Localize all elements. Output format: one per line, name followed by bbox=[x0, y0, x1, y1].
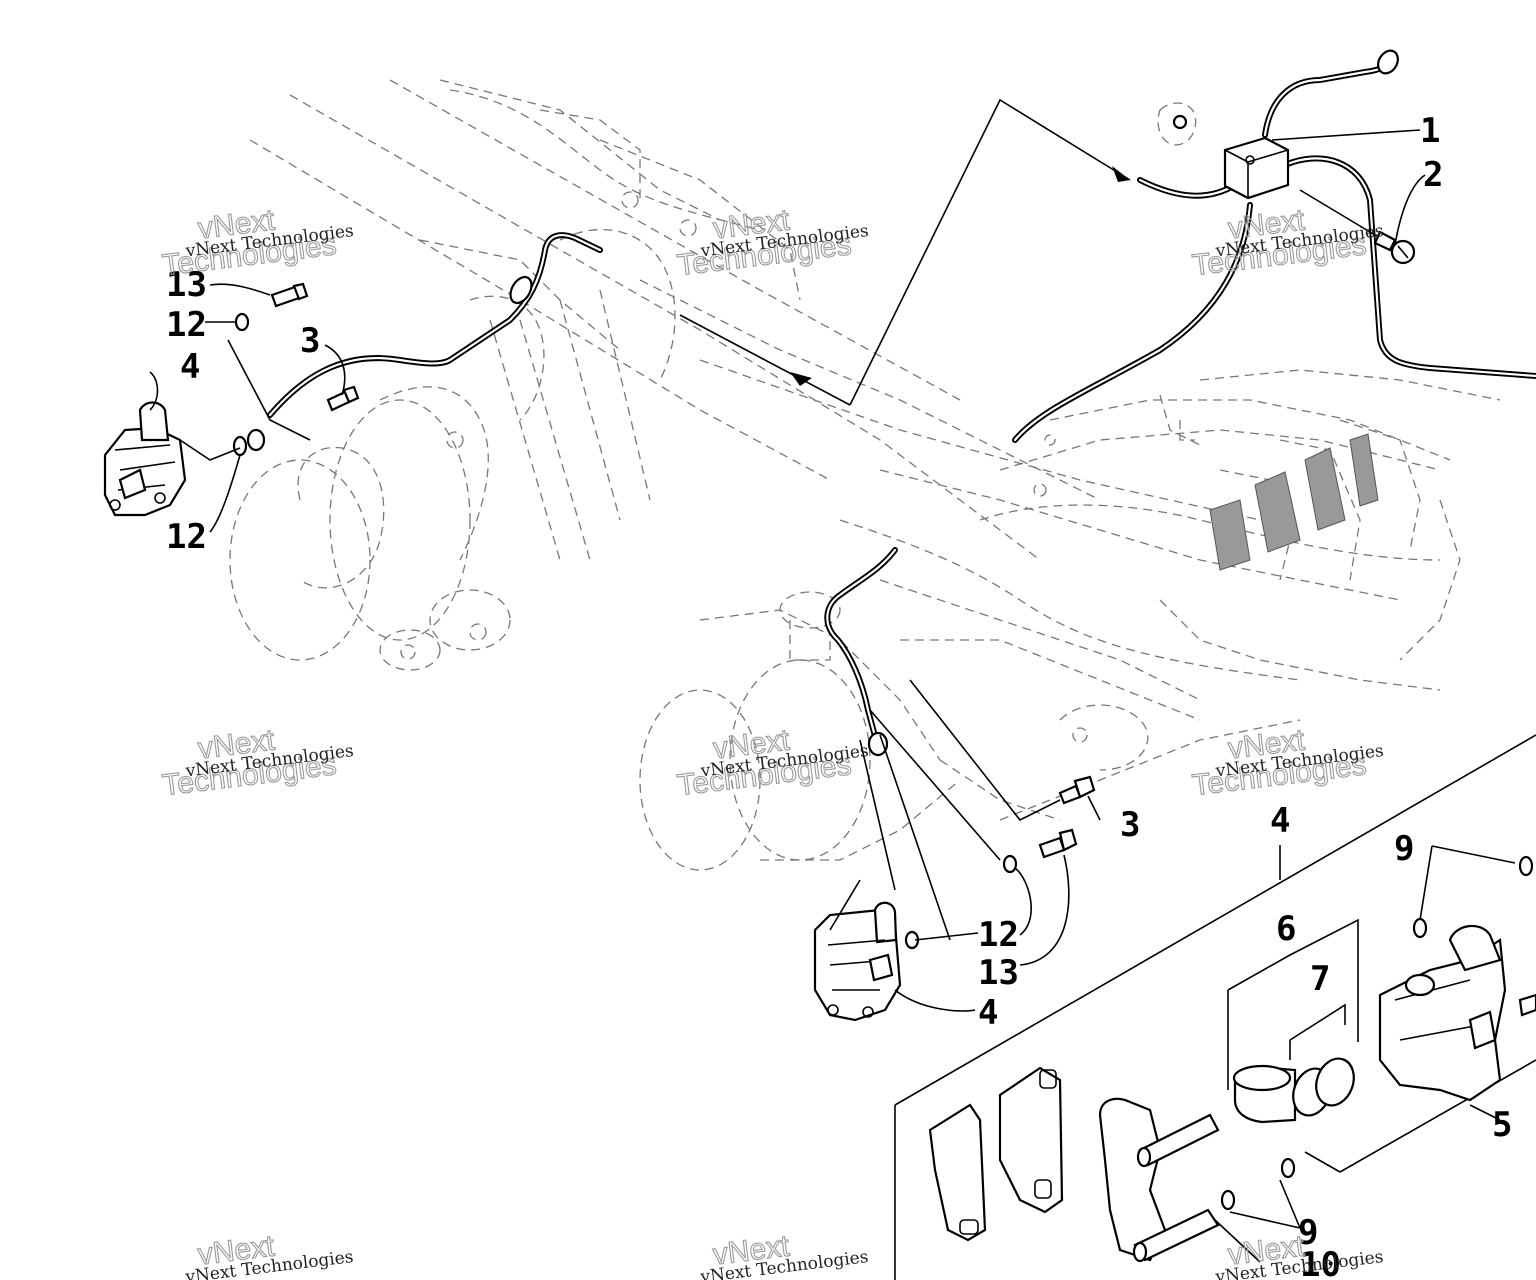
leader-lines bbox=[149, 98, 1426, 1012]
callout-12-upper: 12 bbox=[166, 305, 207, 345]
callout-9-upper: 9 bbox=[1394, 829, 1414, 869]
watermark-top-right: vNext Technologies vNext Technologies bbox=[1190, 203, 1385, 283]
callout-12-middle: 12 bbox=[978, 915, 1019, 955]
exploded-caliper-group bbox=[894, 734, 1536, 1280]
callout-5: 5 bbox=[1492, 1105, 1512, 1145]
watermark-mid-right: vNext Technologies vNext Technologies bbox=[1190, 723, 1385, 803]
chassis-frame-dashed bbox=[229, 79, 1501, 871]
callout-3-lower: 3 bbox=[1120, 805, 1140, 845]
callout-13-upper: 13 bbox=[166, 265, 207, 305]
callout-13-middle: 13 bbox=[978, 953, 1019, 993]
callout-10: 10 bbox=[1300, 1245, 1341, 1280]
callout-9-lower: 9 bbox=[1298, 1213, 1318, 1253]
callout-7: 7 bbox=[1310, 959, 1330, 999]
brake-hose-splitter-block bbox=[1157, 102, 1290, 200]
watermark-bottom-center: vNext vNext Technologies bbox=[698, 1229, 869, 1280]
callout-12-left: 12 bbox=[166, 517, 207, 557]
middle-caliper bbox=[813, 901, 902, 1022]
watermark-top-center: vNext Technologies vNext Technologies bbox=[675, 203, 870, 283]
left-caliper bbox=[103, 401, 187, 517]
radiator-grille bbox=[1209, 433, 1379, 571]
watermark-mid-left: vNext Technologies vNext Technologies bbox=[160, 723, 355, 803]
watermark-mid-center: vNext Technologies vNext Technologies bbox=[675, 723, 870, 803]
watermark-top-left: vNext Technologies vNext Technologies bbox=[160, 203, 355, 283]
screw bbox=[1299, 189, 1416, 265]
callout-4-group: 4 bbox=[1270, 801, 1290, 841]
brake-hoses bbox=[267, 49, 1536, 757]
watermarks: vNext Technologies vNext Technologies vN… bbox=[160, 203, 1385, 1280]
callout-4-middle: 4 bbox=[978, 993, 998, 1033]
callout-labels: 1 2 3 3 4 4 4 5 6 7 9 9 10 12 12 12 13 1… bbox=[166, 111, 1512, 1280]
callout-6: 6 bbox=[1276, 909, 1296, 949]
bolts bbox=[270, 282, 1096, 859]
callout-4-left: 4 bbox=[180, 347, 200, 387]
callout-3-upper: 3 bbox=[300, 321, 320, 361]
watermark-bottom-left: vNext vNext Technologies bbox=[183, 1229, 354, 1280]
callout-1: 1 bbox=[1420, 111, 1440, 151]
callout-2: 2 bbox=[1423, 155, 1443, 195]
